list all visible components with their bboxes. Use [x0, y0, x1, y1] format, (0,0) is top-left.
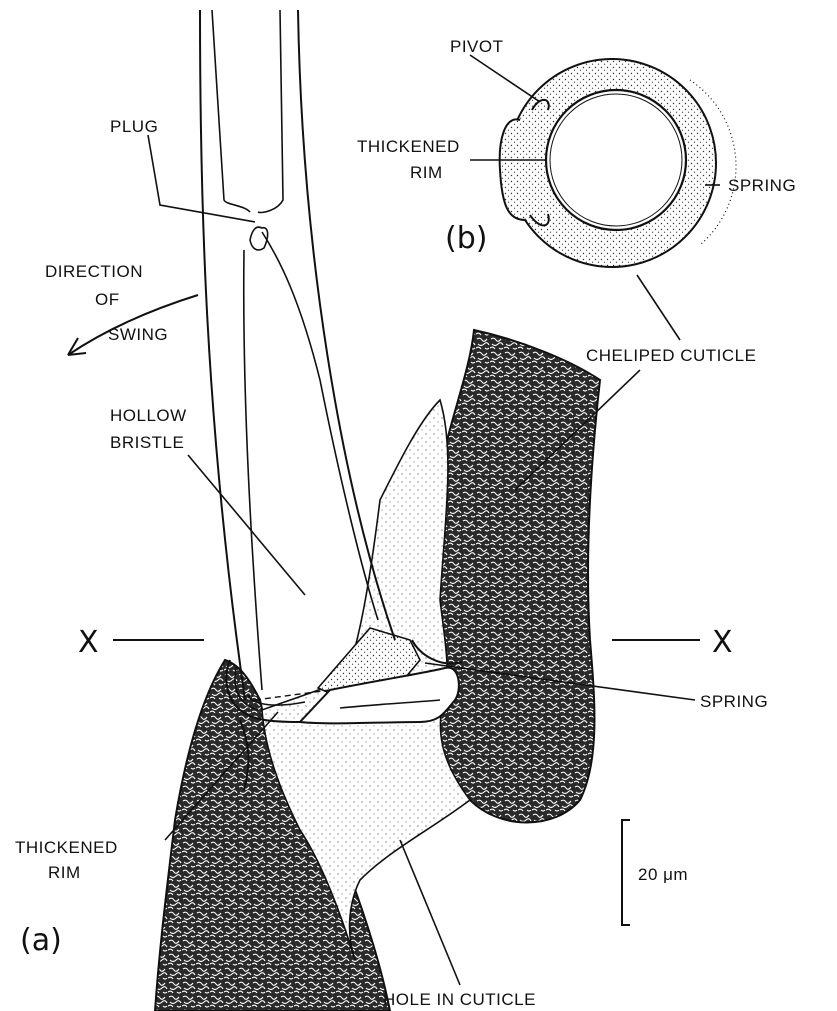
label-bristle: BRISTLE — [110, 433, 184, 452]
label-swing: SWING — [108, 325, 168, 344]
panel-label-a: (a) — [20, 923, 62, 958]
label-thickened-b: THICKENED — [357, 137, 460, 156]
label-rim-a: RIM — [48, 863, 81, 882]
label-pivot: PIVOT — [450, 37, 504, 56]
label-rim-b: RIM — [410, 163, 443, 182]
label-hollow: HOLLOW — [110, 406, 187, 425]
bristle-inner-left — [212, 10, 250, 212]
label-direction-of: OF — [95, 290, 120, 309]
cross-section — [500, 59, 736, 267]
label-plug: PLUG — [110, 117, 158, 136]
label-spring-b: SPRING — [728, 176, 796, 195]
label-spring-a: SPRING — [700, 692, 768, 711]
bristle-inner-right — [258, 10, 283, 213]
bristle-lower-inner-left — [244, 250, 262, 690]
inner-lumen — [546, 90, 686, 230]
plug-cap — [250, 227, 268, 250]
cheliped-cuticle-right — [431, 330, 600, 823]
bristle-lower-inner-right — [262, 232, 378, 620]
label-scale: 20 μm — [638, 865, 688, 884]
label-hole: HOLE IN CUTICLE — [383, 990, 536, 1009]
leader-hole — [400, 840, 460, 985]
leader-cheliped-b — [637, 275, 680, 340]
label-cheliped: CHELIPED CUTICLE — [586, 346, 756, 365]
bristle-outer-left — [200, 10, 245, 700]
label-thickened-a: THICKENED — [15, 838, 118, 857]
leader-pivot — [470, 55, 540, 102]
leader-hollow — [188, 455, 305, 595]
scale-bar — [622, 820, 630, 925]
label-direction: DIRECTION — [45, 262, 143, 281]
label-x-left: X — [78, 625, 99, 660]
panel-label-b: (b) — [445, 221, 487, 256]
label-x-right: X — [712, 625, 733, 660]
